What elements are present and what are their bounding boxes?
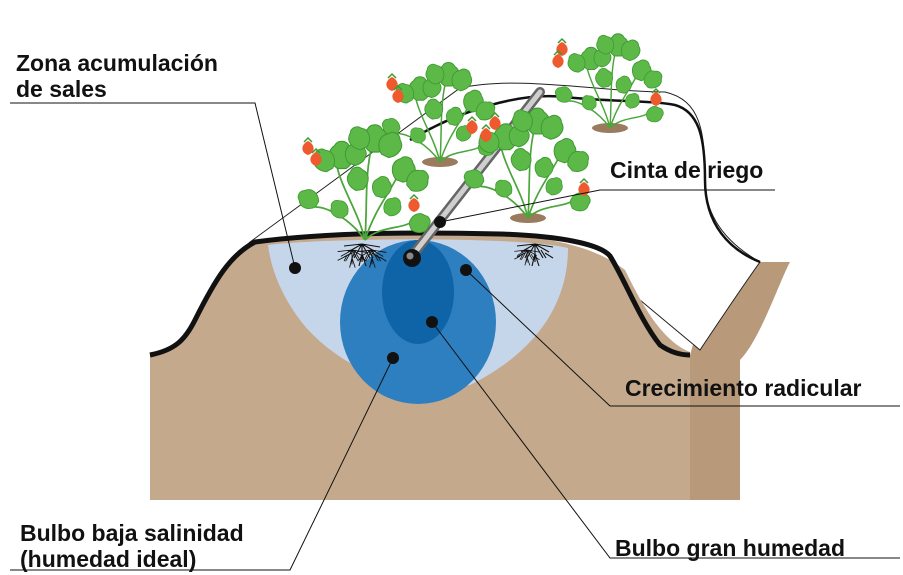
dot-high-moisture [426, 316, 438, 328]
dot-salt-zone [289, 262, 301, 274]
label-low-salinity-line1: Bulbo baja salinidad [20, 520, 244, 546]
leader-irrigation-tape [439, 189, 775, 223]
mulch-back-edge [409, 94, 761, 264]
label-irrigation-tape: Cinta de riego [610, 157, 764, 183]
mulch-front-edge [149, 230, 691, 358]
leader-salt-zone [10, 102, 296, 269]
label-low-salinity-line2: (humedad ideal) [20, 546, 197, 572]
label-low-salinity: Bulbo baja salinidad (humedad ideal) [20, 520, 244, 572]
leader-low-salinity [10, 357, 394, 571]
label-salt-zone-line2: de sales [16, 76, 107, 102]
leader-lines [10, 102, 900, 571]
leader-root-growth [465, 269, 900, 407]
dot-root-growth [460, 264, 472, 276]
dot-low-salinity [387, 352, 399, 364]
label-root-growth: Crecimiento radicular [625, 375, 862, 401]
dot-irrigation-tape [434, 216, 446, 228]
label-salt-zone: Zona acumulación de sales [16, 50, 218, 102]
label-high-moisture: Bulbo gran humedad [615, 535, 845, 561]
marker-dots [289, 216, 472, 364]
label-salt-zone-line1: Zona acumulación [16, 50, 218, 76]
leader-high-moisture [431, 321, 900, 559]
